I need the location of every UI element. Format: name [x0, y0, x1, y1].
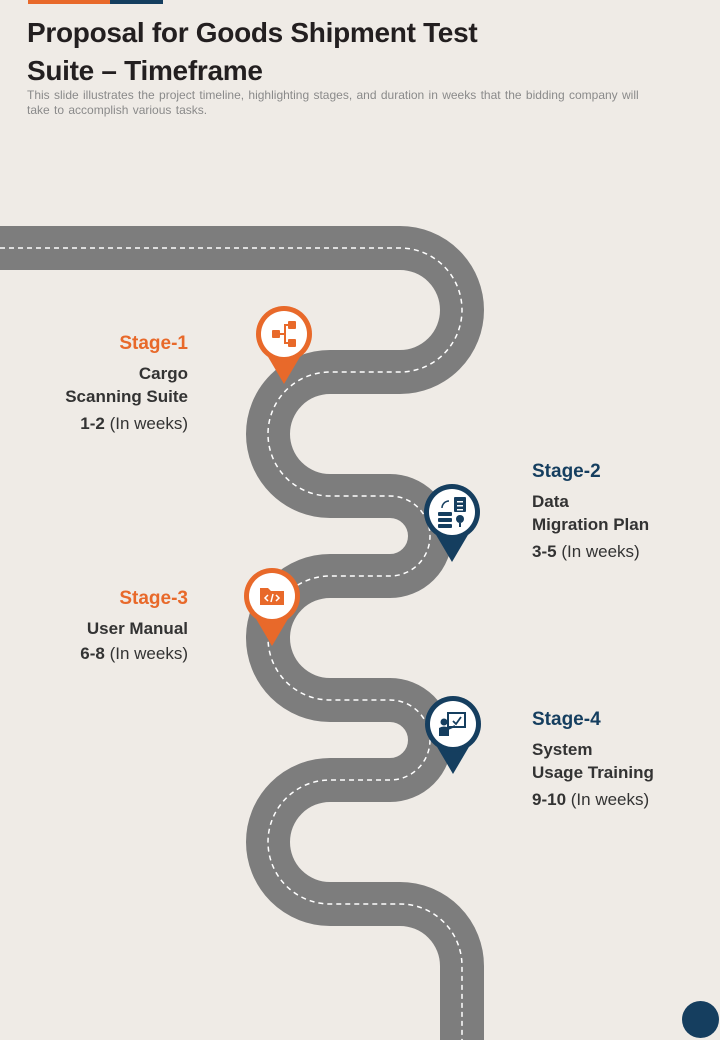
header-accent-bars	[28, 0, 163, 5]
data-server-document-icon	[438, 497, 466, 528]
accent-bar-orange	[28, 0, 110, 4]
stage-2-range: 3-5	[532, 542, 557, 561]
stage-1-range: 1-2	[80, 414, 105, 433]
stage-4-label: Stage-4 System Usage Training 9-10 (In w…	[532, 708, 702, 811]
stage-4-name: System Usage Training	[532, 738, 702, 784]
stage-2-pin	[424, 484, 480, 562]
stage-1-duration: 1-2 (In weeks)	[8, 412, 188, 435]
stage-1-label: Stage-1 Cargo Scanning Suite 1-2 (In wee…	[8, 332, 188, 435]
stage-4-name-line-1: System	[532, 740, 593, 759]
stage-2-label: Stage-2 Data Migration Plan 3-5 (In week…	[532, 460, 702, 563]
corner-page-dot	[682, 1001, 719, 1038]
stage-3-name-line-1: User Manual	[86, 619, 188, 638]
stage-2-unit: (In weeks)	[561, 542, 640, 561]
stage-4-duration: 9-10 (In weeks)	[532, 788, 702, 811]
stage-4-name-line-2: Usage Training	[532, 763, 654, 782]
stage-4-unit: (In weeks)	[570, 790, 650, 809]
presentation-board-icon	[439, 712, 466, 736]
stage-1-title: Stage-1	[119, 333, 188, 354]
stage-1-name-line-1: Cargo	[138, 364, 188, 383]
stage-2-duration: 3-5 (In weeks)	[532, 540, 702, 563]
flowchart-icon	[272, 321, 296, 347]
stage-3-label: Stage-3 User Manual 6-8 (In weeks)	[8, 587, 188, 665]
stage-1-name-line-2: Scanning Suite	[65, 387, 188, 406]
stage-2-name-line-2: Migration Plan	[532, 515, 650, 534]
stage-3-title: Stage-3	[119, 588, 188, 609]
code-folder-icon	[260, 588, 284, 605]
stage-4-range: 9-10	[532, 790, 567, 809]
stage-2-name-line-1: Data	[532, 492, 569, 511]
stage-3-name: User Manual	[8, 617, 188, 640]
page-subtitle: This slide illustrates the project timel…	[27, 88, 697, 118]
subtitle-line-2: take to accomplish various tasks.	[27, 103, 208, 117]
subtitle-line-1: This slide illustrates the project timel…	[27, 88, 639, 102]
stage-1-pin	[256, 306, 312, 384]
stage-3-duration: 6-8 (In weeks)	[8, 642, 188, 665]
page-title: Proposal for Goods Shipment Test Suite –…	[27, 14, 627, 90]
stage-3-unit: (In weeks)	[109, 644, 188, 663]
title-line-1: Proposal for Goods Shipment Test	[27, 17, 478, 48]
stage-1-name: Cargo Scanning Suite	[8, 362, 188, 408]
stage-2-name: Data Migration Plan	[532, 490, 702, 536]
stage-3-range: 6-8	[80, 644, 105, 663]
accent-bar-navy	[110, 0, 163, 4]
stage-1-unit: (In weeks)	[109, 414, 188, 433]
stage-3-pin	[244, 568, 300, 646]
stage-4-pin	[425, 696, 481, 774]
stage-2-title: Stage-2	[532, 461, 601, 482]
title-line-2: Suite – Timeframe	[27, 55, 263, 86]
stage-4-title: Stage-4	[532, 709, 601, 730]
